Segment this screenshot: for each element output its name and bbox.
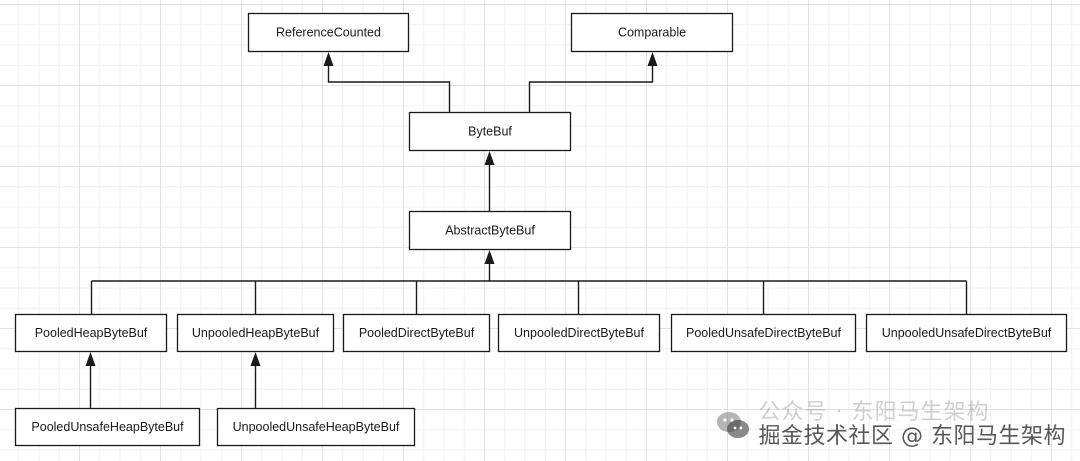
watermark-text: 公众号 · 东阳马生架构 掘金技术社区 @ 东阳马生架构	[758, 399, 1067, 449]
node-label: PooledUnsafeHeapByteBuf	[31, 420, 184, 434]
node-comparable[interactable]: Comparable	[570, 12, 734, 53]
node-label: AbstractByteBuf	[445, 223, 535, 237]
node-label: UnpooledUnsafeHeapByteBuf	[233, 420, 400, 434]
node-unpooleddirectbytebuf[interactable]: UnpooledDirectByteBuf	[497, 313, 661, 353]
node-reference-counted[interactable]: ReferenceCounted	[247, 12, 410, 53]
arrowhead-abstractbytebuf	[484, 250, 495, 264]
node-pooledheapbytebuf[interactable]: PooledHeapByteBuf	[14, 313, 168, 353]
node-label: UnpooledDirectByteBuf	[514, 326, 644, 340]
arrowhead-referencecounted	[323, 52, 334, 66]
node-label: PooledDirectByteBuf	[359, 326, 475, 340]
node-abstractbytebuf[interactable]: AbstractByteBuf	[408, 210, 572, 251]
node-label: Comparable	[618, 25, 686, 39]
node-unpooledunsafeheapbytebuf[interactable]: UnpooledUnsafeHeapByteBuf	[216, 407, 416, 447]
node-label: UnpooledHeapByteBuf	[192, 326, 320, 340]
node-pooledunsafeheapbytebuf[interactable]: PooledUnsafeHeapByteBuf	[14, 407, 201, 447]
inheritance-edges	[85, 52, 968, 409]
edge-bytebuf-to-referencecounted	[327, 64, 451, 112]
class-nodes: ReferenceCounted Comparable ByteBuf Abst…	[14, 12, 1068, 447]
node-label: ReferenceCounted	[276, 25, 381, 39]
edge-bytebuf-to-comparable	[528, 64, 654, 112]
node-pooledunsafedirectbytebuf[interactable]: PooledUnsafeDirectByteBuf	[670, 313, 857, 353]
watermark: 公众号 · 东阳马生架构 掘金技术社区 @ 东阳马生架构	[715, 399, 1067, 449]
node-unpooledheapbytebuf[interactable]: UnpooledHeapByteBuf	[176, 313, 335, 353]
node-unpooledunsafedirectbytebuf[interactable]: UnpooledUnsafeDirectByteBuf	[865, 313, 1068, 353]
node-bytebuf[interactable]: ByteBuf	[408, 111, 572, 152]
node-label: PooledUnsafeDirectByteBuf	[686, 326, 841, 340]
arrowhead-comparable	[647, 52, 658, 66]
node-pooleddirectbytebuf[interactable]: PooledDirectByteBuf	[342, 313, 491, 353]
arrowhead-pooledheapbytebuf	[85, 352, 96, 366]
arrowhead-unpooledheapbytebuf	[250, 352, 261, 366]
wechat-icon	[716, 411, 749, 438]
arrowhead-bytebuf	[484, 151, 495, 165]
node-label: UnpooledUnsafeDirectByteBuf	[882, 326, 1052, 340]
watermark-line-1: 公众号 · 东阳马生架构	[758, 399, 990, 425]
node-label: ByteBuf	[468, 124, 512, 138]
watermark-line-2: 掘金技术社区 @ 东阳马生架构	[758, 423, 1066, 449]
node-label: PooledHeapByteBuf	[35, 326, 148, 340]
